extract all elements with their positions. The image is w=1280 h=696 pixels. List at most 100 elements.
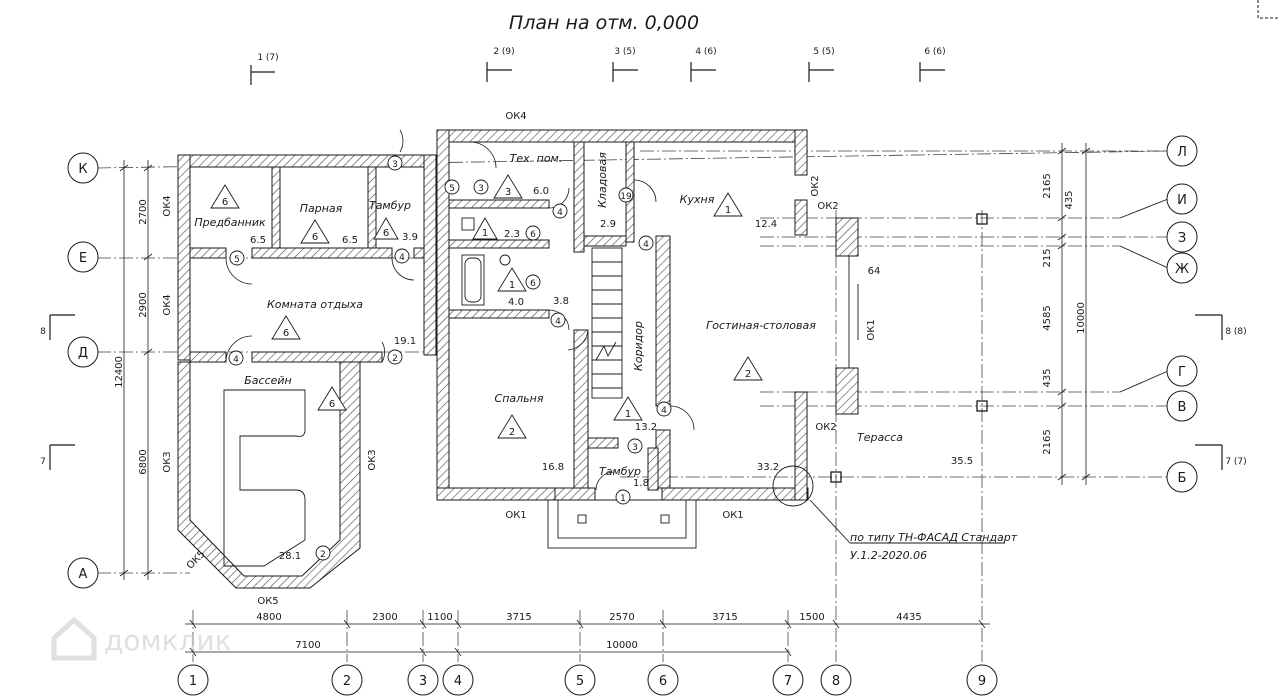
room-tekh-pom: Тех. пом. [510,152,563,165]
svg-text:ОК3: ОК3 [162,451,173,472]
svg-text:1.8: 1.8 [633,478,649,489]
svg-text:6: 6 [383,228,389,239]
svg-text:6: 6 [312,232,318,243]
svg-text:2700: 2700 [138,199,149,224]
svg-text:6.5: 6.5 [250,235,266,246]
axis-marker-G: Г [1166,355,1198,387]
axis-marker-9: 9 [966,664,998,696]
axis-marker-1: 1 [177,664,209,696]
svg-text:6: 6 [329,399,335,410]
room-basseyn: Бассейн [244,374,292,387]
room-tambur-sauna: Тамбур [369,199,411,212]
svg-text:2.3: 2.3 [504,229,520,240]
svg-text:6.0: 6.0 [533,186,549,197]
axis-marker-L: Л [1166,135,1198,167]
svg-text:1: 1 [725,205,731,216]
svg-text:1 (7): 1 (7) [257,53,278,63]
svg-text:6.5: 6.5 [342,235,358,246]
svg-text:12.4: 12.4 [755,219,777,230]
svg-text:2165: 2165 [1042,173,1053,198]
svg-text:ОК2: ОК2 [815,422,836,433]
axis-marker-V: В [1166,390,1198,422]
svg-text:6: 6 [222,197,228,208]
svg-text:ОК4: ОК4 [162,195,173,216]
svg-text:4: 4 [454,674,462,689]
axis-marker-I: И [1166,183,1198,215]
svg-text:Л: Л [1177,145,1187,160]
room-gostinaya: Гостиная-столовая [706,319,816,332]
svg-text:16.8: 16.8 [542,462,564,473]
svg-text:8: 8 [40,327,46,337]
svg-text:ОК2: ОК2 [810,175,821,196]
svg-text:7: 7 [784,674,792,689]
axis-marker-4: 4 [442,664,474,696]
svg-text:13.2: 13.2 [635,422,657,433]
svg-text:А: А [79,567,88,582]
axis-marker-3: 3 [407,664,439,696]
walls [177,129,859,589]
svg-text:10000: 10000 [606,640,638,651]
svg-text:1: 1 [625,409,631,420]
svg-text:1100: 1100 [427,612,452,623]
axis-marker-E: Е [67,241,99,273]
svg-text:2: 2 [509,427,515,438]
room-terassa: Терасса [857,431,903,444]
room-areas: 6.5 6.5 3.9 19.1 28.1 6.0 2.3 4.0 3.8 2.… [250,186,973,562]
svg-text:ОК1: ОК1 [866,319,877,340]
svg-text:3: 3 [478,184,484,194]
house-logo-icon [51,616,97,661]
grid-axis-markers: К Е Д А Л И З Ж Г В Б 1 2 3 4 5 6 7 8 9 [67,135,1198,696]
svg-text:2: 2 [320,550,326,560]
dimension-lines [119,143,1091,657]
svg-text:ОК1: ОК1 [505,510,526,521]
door-marker-numbers: 2 3 2 5 4 4 4 4 5 3 6 6 19 4 4 3 1 [233,160,667,560]
room-predbannik: Предбанник [194,216,266,229]
watermark: домклик [51,616,232,661]
door-markers [228,155,672,561]
svg-text:1500: 1500 [799,612,824,623]
svg-text:5 (5): 5 (5) [813,47,834,57]
room-spalnya: Спальня [495,392,544,405]
room-koridor: Коридор [632,321,645,371]
svg-text:4: 4 [661,406,667,416]
axis-marker-Z: З [1166,221,1198,253]
svg-text:Б: Б [1178,471,1187,486]
axis-marker-7: 7 [772,664,804,696]
svg-text:3715: 3715 [506,612,531,623]
svg-text:К: К [78,162,87,177]
svg-text:6: 6 [530,230,536,240]
axis-marker-6: 6 [647,664,679,696]
section-marks [49,62,1223,470]
svg-text:З: З [1178,231,1186,246]
svg-text:по типу ТН-ФАСАД Стандарт: по типу ТН-ФАСАД Стандарт [850,531,1018,544]
svg-text:35.5: 35.5 [951,456,973,467]
svg-text:19: 19 [620,192,632,202]
svg-text:Д: Д [78,346,88,361]
svg-text:64: 64 [868,266,881,277]
svg-text:4: 4 [643,240,649,250]
svg-text:4435: 4435 [896,612,921,623]
svg-text:1: 1 [620,494,626,504]
svg-text:6: 6 [530,279,536,289]
axis-marker-ZH: Ж [1166,252,1198,284]
svg-text:2: 2 [343,674,351,689]
svg-text:ОК4: ОК4 [162,294,173,315]
svg-text:4: 4 [399,253,405,263]
svg-text:3: 3 [392,160,398,170]
axis-marker-8: 8 [820,664,852,696]
svg-text:ОК2: ОК2 [817,201,838,212]
svg-text:6 (6): 6 (6) [924,47,945,57]
svg-text:ОК1: ОК1 [722,510,743,521]
svg-text:У.1.2-2020.06: У.1.2-2020.06 [850,549,927,562]
finish-triangles [210,174,763,439]
svg-text:12400: 12400 [114,356,125,388]
svg-text:Г: Г [1178,365,1186,380]
section-labels: 1 (7) 2 (9) 3 (5) 4 (6) 5 (5) 6 (6) 7 7 … [40,47,1247,467]
svg-text:10000: 10000 [1076,302,1087,334]
room-komnata-otdykha: Комната отдыха [267,298,363,311]
dimension-values: 4800 2300 1100 3715 2570 3715 1500 4435 … [114,173,1087,651]
axis-marker-A: А [67,557,99,589]
facade-note: по типу ТН-ФАСАД Стандарт У.1.2-2020.06 [850,531,1018,562]
svg-text:домклик: домклик [104,624,232,657]
axis-marker-K: К [67,152,99,184]
